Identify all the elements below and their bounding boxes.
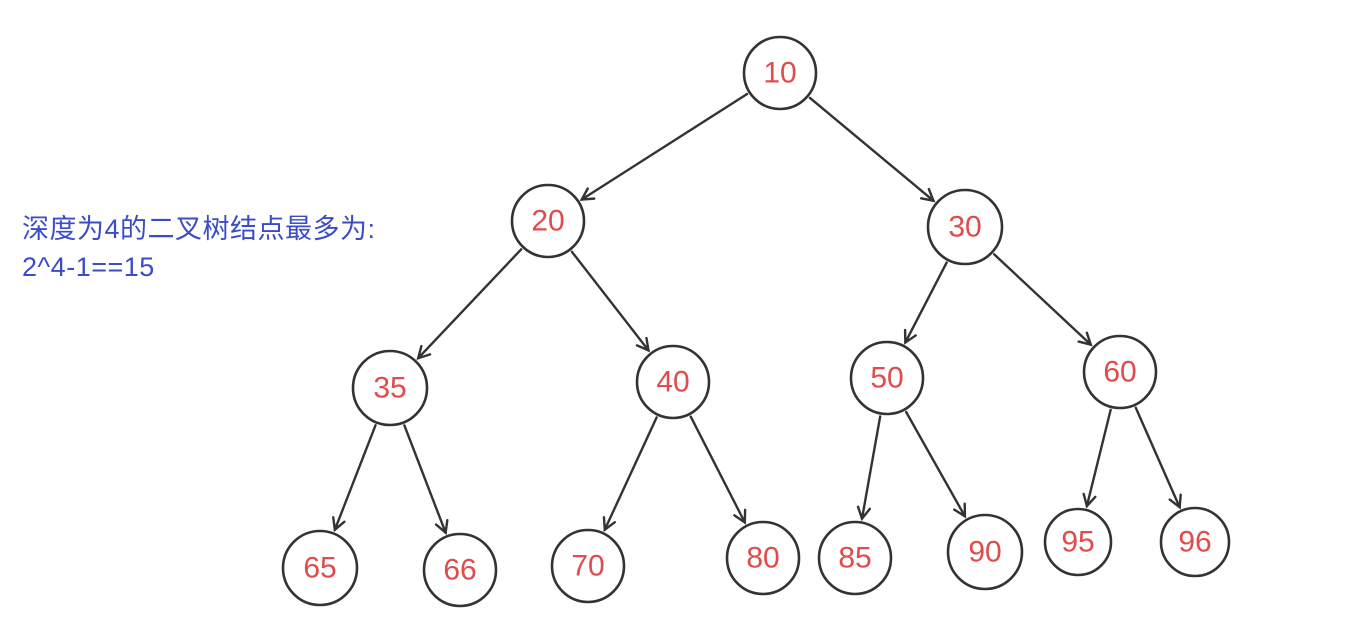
- tree-node-circle-40: [635, 344, 711, 420]
- tree-edge-50-85: [856, 415, 882, 522]
- tree-node-value-96: 96: [1178, 526, 1211, 559]
- tree-edge-40-70: [602, 416, 658, 532]
- tree-node-60: 60: [1082, 334, 1158, 410]
- tree-node-95: 95: [1043, 507, 1113, 577]
- tree-edge-20-35: [416, 248, 523, 361]
- tree-edge-10-30: [808, 96, 936, 203]
- depth-note-line1: 深度为4的二叉树结点最多为:: [22, 214, 376, 244]
- tree-edge-35-66: [403, 424, 449, 536]
- tree-node-value-65: 65: [303, 552, 336, 585]
- tree-node-85: 85: [817, 520, 893, 596]
- tree-node-90: 90: [946, 513, 1024, 591]
- tree-node-circle-10: [742, 35, 818, 111]
- tree-node-66: 66: [422, 532, 498, 608]
- tree-edge-30-50: [903, 261, 948, 345]
- tree-edge-40-80: [689, 415, 747, 525]
- tree-edge-20-40: [570, 250, 651, 353]
- tree-node-40: 40: [635, 344, 711, 420]
- tree-node-value-95: 95: [1061, 526, 1094, 559]
- tree-node-value-80: 80: [746, 542, 779, 575]
- tree-node-circle-96: [1159, 506, 1231, 578]
- tree-node-circle-30: [926, 188, 1004, 266]
- depth-note-line2: 2^4-1==15: [22, 252, 155, 283]
- edges-layer: [332, 92, 1182, 536]
- tree-node-circle-90: [946, 513, 1024, 591]
- tree-node-circle-50: [849, 340, 925, 416]
- depth-note: 深度为4的二叉树结点最多为: 2^4-1==15: [22, 210, 376, 287]
- tree-edge-30-60: [993, 253, 1093, 347]
- tree-node-circle-80: [725, 520, 801, 596]
- tree-node-value-60: 60: [1103, 356, 1136, 389]
- tree-edge-60-95: [1082, 408, 1112, 509]
- tree-node-circle-35: [351, 349, 429, 427]
- tree-edge-50-90: [904, 410, 967, 519]
- tree-node-circle-60: [1082, 334, 1158, 410]
- tree-node-30: 30: [926, 188, 1004, 266]
- tree-node-value-20: 20: [531, 205, 564, 238]
- tree-node-20: 20: [510, 183, 586, 259]
- tree-node-65: 65: [281, 529, 359, 607]
- tree-node-circle-66: [422, 532, 498, 608]
- tree-node-value-90: 90: [968, 536, 1001, 569]
- tree-node-70: 70: [550, 528, 626, 604]
- tree-node-value-70: 70: [571, 550, 604, 583]
- tree-node-35: 35: [351, 349, 429, 427]
- tree-node-circle-95: [1043, 507, 1113, 577]
- tree-node-value-66: 66: [443, 554, 476, 587]
- tree-node-value-10: 10: [763, 57, 796, 90]
- tree-node-value-40: 40: [656, 366, 689, 399]
- tree-node-value-85: 85: [838, 542, 871, 575]
- tree-node-value-35: 35: [373, 372, 406, 405]
- tree-node-circle-20: [510, 183, 586, 259]
- tree-node-circle-65: [281, 529, 359, 607]
- tree-edge-60-96: [1134, 406, 1182, 510]
- tree-node-value-30: 30: [948, 211, 981, 244]
- tree-edge-10-20: [579, 92, 749, 201]
- tree-node-80: 80: [725, 520, 801, 596]
- nodes-layer: 10 20 30 35 40 50 60 65 66 70 80 85 90 95 96: [281, 35, 1231, 608]
- tree-edge-35-65: [332, 424, 377, 533]
- tree-node-96: 96: [1159, 506, 1231, 578]
- tree-node-10: 10: [742, 35, 818, 111]
- tree-node-value-50: 50: [870, 362, 903, 395]
- tree-node-circle-70: [550, 528, 626, 604]
- tree-node-50: 50: [849, 340, 925, 416]
- tree-node-circle-85: [817, 520, 893, 596]
